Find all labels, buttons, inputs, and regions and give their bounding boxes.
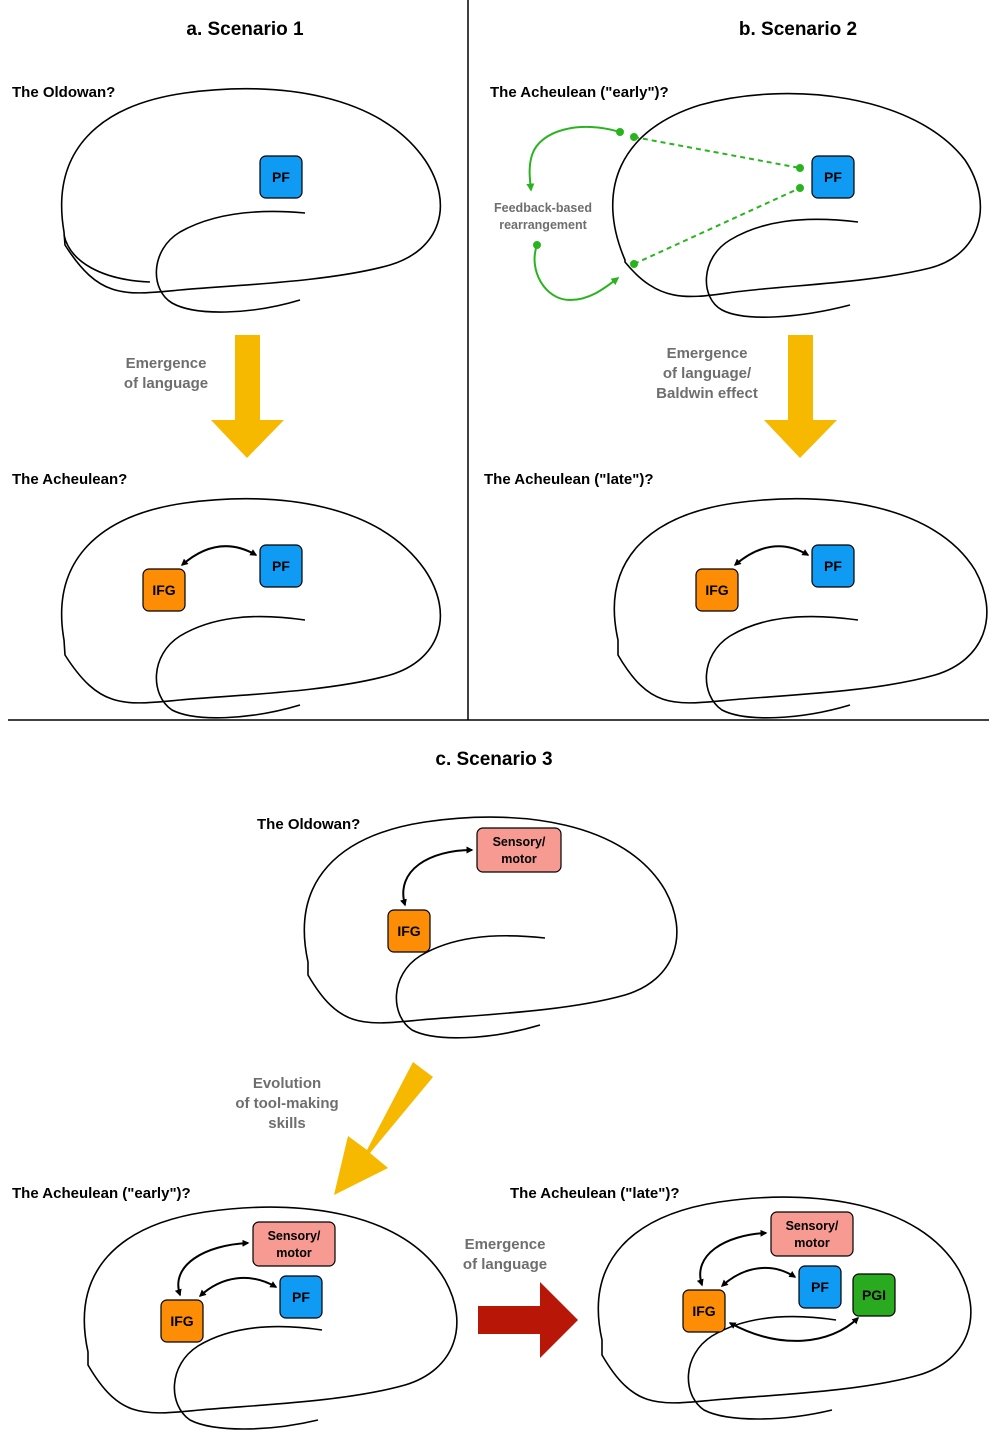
panel-c-transition1-line2: of tool-making [235, 1095, 338, 1112]
pf-label: PF [272, 169, 290, 185]
ifg-box [142, 568, 186, 612]
sensory-motor-box [252, 1221, 336, 1267]
ifg-sensory-connection [174, 1239, 250, 1297]
pf-label: PF [811, 1279, 829, 1295]
panel-a-title: a. Scenario 1 [186, 19, 304, 40]
panel-c-title: c. Scenario 3 [435, 749, 552, 770]
brain-outline [60, 497, 442, 704]
panel-a-transition-line2: of language [124, 375, 208, 392]
pf-label: PF [824, 169, 842, 185]
green-node [796, 164, 804, 172]
green-node [630, 133, 638, 141]
green-dashed-link [633, 136, 801, 169]
temporal-lobe [63, 234, 151, 283]
panel-a-top-label: The Oldowan? [12, 84, 115, 101]
pf-box [279, 1275, 323, 1319]
ifg-pgi-connection [728, 1317, 860, 1342]
pgi-label: PGI [862, 1287, 886, 1303]
ifg-box [387, 909, 431, 953]
sylvian-fissure [155, 210, 306, 313]
panel-b-bottom-label: The Acheulean ("late")? [484, 471, 654, 488]
green-node [796, 184, 804, 192]
pf-box [259, 155, 303, 199]
sensory-motor-label-line2: motor [501, 852, 537, 866]
sensory-motor-label-line1: Sensory/ [268, 1229, 321, 1243]
yellow-down-arrow [764, 335, 837, 458]
panel-b-transition-line1: Emergence [667, 345, 748, 362]
ifg-label: IFG [692, 1303, 715, 1319]
brain-outline [613, 497, 988, 704]
pf-box [259, 544, 303, 588]
panel-b-transition-line3: Baldwin effect [656, 385, 758, 402]
panel-c-left-label: The Acheulean ("early")? [12, 1185, 191, 1202]
ifg-pf-connection [733, 545, 810, 566]
sensory-motor-box [476, 827, 562, 873]
sensory-motor-label-line1: Sensory/ [493, 835, 546, 849]
pgi-box [852, 1273, 896, 1317]
pf-box [811, 544, 855, 588]
sensory-motor-box [770, 1211, 854, 1257]
brain-outline [611, 92, 982, 298]
brain-outline [597, 1196, 972, 1404]
sylvian-fissure [705, 615, 859, 719]
red-right-arrow [478, 1282, 578, 1358]
panel-scenario-3: c. Scenario 3 The Oldowan? Sensory/ moto… [12, 749, 972, 1430]
ifg-label: IFG [170, 1313, 193, 1329]
brain-outline [303, 816, 678, 1024]
ifg-pf-connection [180, 545, 258, 566]
ifg-box [160, 1299, 204, 1343]
ifg-box [682, 1289, 726, 1333]
yellow-down-arrow [211, 335, 284, 458]
panel-c-right-label: The Acheulean ("late")? [510, 1185, 680, 1202]
panel-c-transition2-line1: Emergence [465, 1236, 546, 1253]
sylvian-fissure [173, 1325, 323, 1430]
panel-c-transition1-line3: skills [268, 1115, 306, 1132]
brain-outline [60, 87, 442, 294]
feedback-label-line1: Feedback-based [494, 201, 592, 215]
ifg-label: IFG [397, 923, 420, 939]
panel-a-transition-line1: Emergence [126, 355, 207, 372]
ifg-pf-connection [720, 1266, 797, 1287]
sensory-motor-label-line2: motor [794, 1236, 830, 1250]
panel-c-transition1-line1: Evolution [253, 1075, 321, 1092]
panel-b-title: b. Scenario 2 [739, 19, 857, 40]
ifg-label: IFG [152, 582, 175, 598]
panel-b-top-label: The Acheulean ("early")? [490, 84, 669, 101]
green-dashed-link [633, 187, 801, 265]
ifg-sensory-connection [400, 846, 474, 907]
ifg-pf-connection [198, 1276, 278, 1297]
green-node [630, 260, 638, 268]
sylvian-fissure [155, 615, 306, 719]
pf-label: PF [824, 558, 842, 574]
feedback-arrow-top [526, 125, 621, 192]
sylvian-fissure [705, 218, 859, 318]
pf-label: PF [292, 1289, 310, 1305]
panel-c-transition2-line2: of language [463, 1256, 547, 1273]
sylvian-fissure [395, 934, 546, 1039]
pf-label: PF [272, 558, 290, 574]
panel-scenario-1: a. Scenario 1 The Oldowan? PF Emergence … [12, 19, 442, 719]
panel-b-transition-line2: of language/ [663, 365, 752, 382]
panel-c-top-label: The Oldowan? [257, 816, 360, 833]
feedback-label-line2: rearrangement [499, 218, 587, 232]
yellow-diagonal-arrow [334, 1062, 433, 1195]
ifg-label: IFG [705, 582, 728, 598]
pf-box [798, 1265, 842, 1309]
pf-box [811, 155, 855, 199]
ifg-sensory-connection [696, 1229, 768, 1287]
ifg-box [695, 568, 739, 612]
panel-a-bottom-label: The Acheulean? [12, 471, 127, 488]
panel-scenario-2: b. Scenario 2 The Acheulean ("early")? P… [484, 19, 988, 719]
sensory-motor-label-line1: Sensory/ [786, 1219, 839, 1233]
brain-outline [83, 1206, 458, 1414]
feedback-arrow-bottom [533, 244, 620, 302]
sensory-motor-label-line2: motor [276, 1246, 312, 1260]
